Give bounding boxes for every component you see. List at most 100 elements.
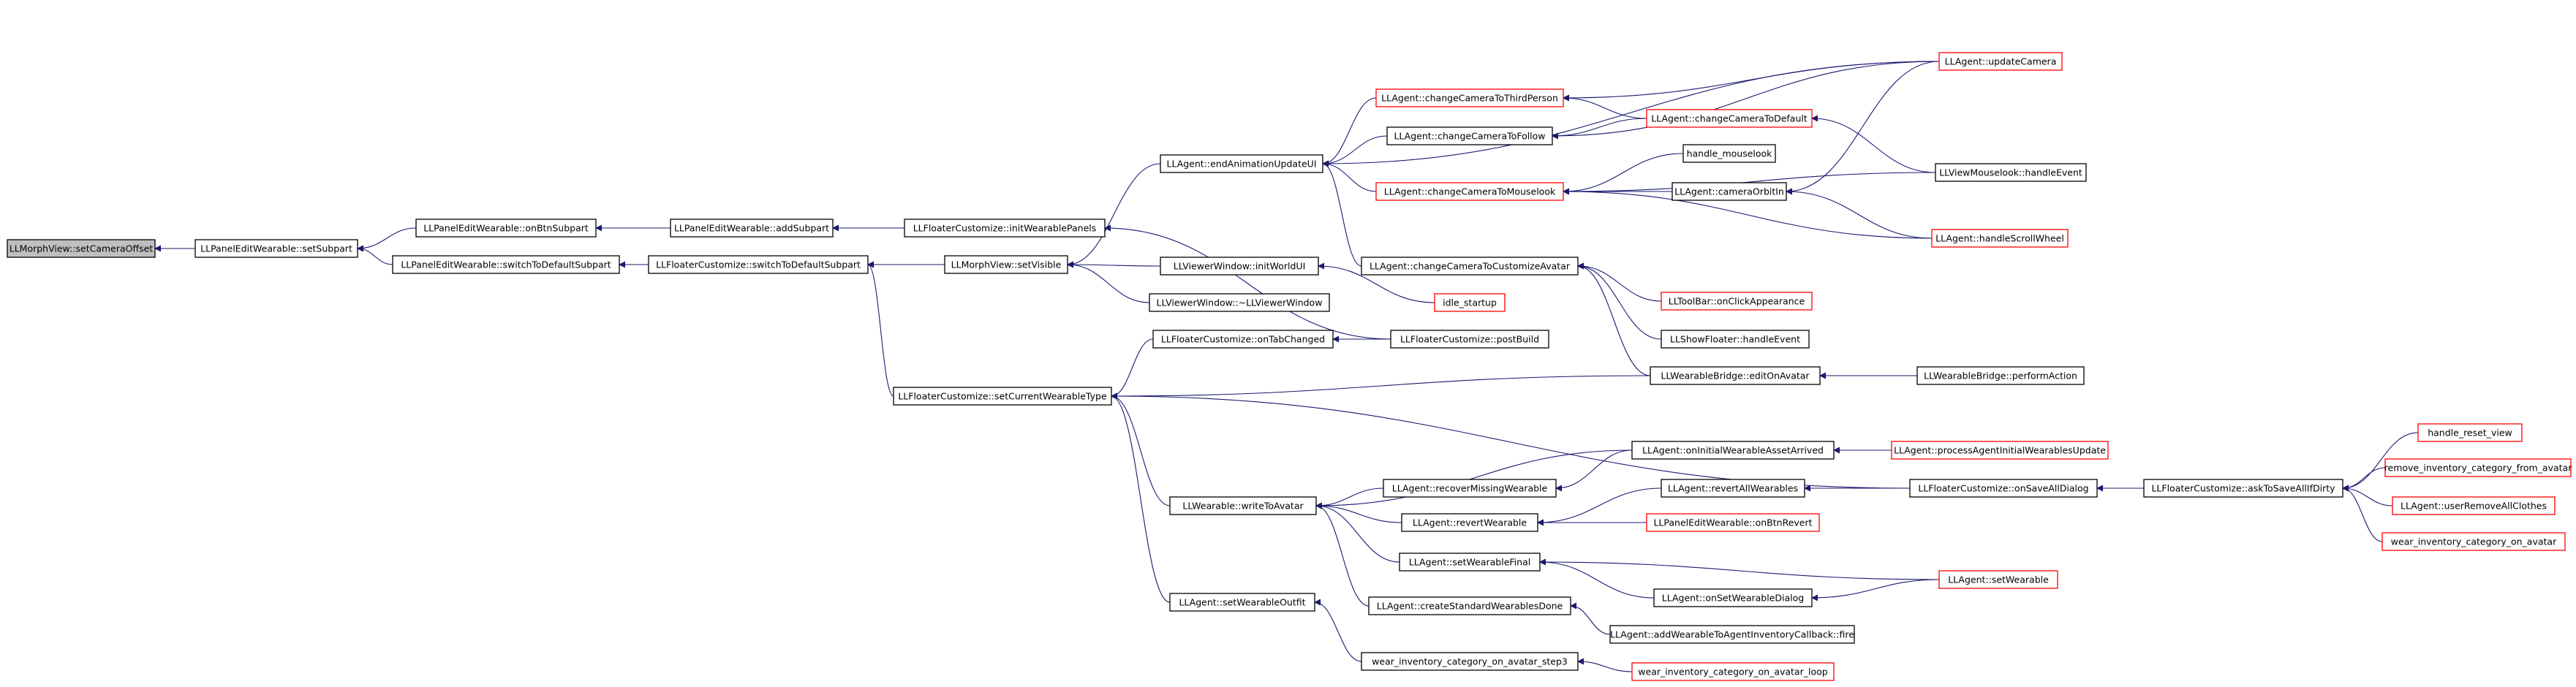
node-label: LLAgent::changeCameraToCustomizeAvatar [1370, 261, 1571, 272]
graph-node[interactable]: LLAgent::processAgentInitialWearablesUpd… [1891, 441, 2109, 460]
call-edge [1552, 118, 1647, 140]
graph-node[interactable]: LLAgent::setWearable [1938, 570, 2058, 589]
graph-node[interactable]: LLAgent::endAnimationUpdateUI [1160, 154, 1323, 173]
node-label: LLToolBar::onClickAppearance [1669, 296, 1805, 307]
node-label: LLPanelEditWearable::switchToDefaultSubp… [401, 259, 611, 270]
call-edge [1067, 163, 1161, 268]
graph-node[interactable]: LLAgent::handleScrollWheel [1931, 229, 2069, 248]
call-edge [1111, 338, 1154, 400]
graph-node[interactable]: LLAgent::cameraOrbitIn [1672, 182, 1787, 201]
graph-node[interactable]: LLMorphView::setVisible [944, 255, 1068, 274]
graph-node[interactable]: LLAgent::onSetWearableDialog [1653, 588, 1813, 607]
node-box [1361, 257, 1579, 276]
node-box [1160, 257, 1319, 276]
node-box [1361, 652, 1579, 671]
node-label: LLWearableBridge::editOnAvatar [1661, 371, 1810, 382]
graph-node[interactable]: wear_inventory_category_on_avatar_step3 [1361, 652, 1579, 671]
graph-node[interactable]: LLAgent::revertAllWearables [1661, 479, 1805, 498]
node-label: LLAgent::onInitialWearableAssetArrived [1642, 445, 1824, 456]
graph-node[interactable]: LLToolBar::onClickAppearance [1661, 292, 1813, 311]
graph-node[interactable]: LLFloaterCustomize::initWearablePanels [904, 219, 1106, 238]
graph-node[interactable]: LLAgent::changeCameraToMouselook [1375, 182, 1564, 201]
call-edge [1577, 262, 1662, 340]
node-box [1661, 292, 1813, 311]
call-edge [867, 261, 894, 397]
graph-node[interactable]: wear_inventory_category_on_avatar_loop [1631, 662, 1835, 681]
graph-node[interactable]: idle_startup [1434, 293, 1506, 312]
graph-node[interactable]: LLAgent::recoverMissingWearable [1383, 479, 1557, 498]
node-label: LLAgent::endAnimationUpdateUI [1166, 159, 1316, 170]
graph-node[interactable]: handle_mouselook [1682, 144, 1776, 163]
call-edge [1563, 172, 1936, 195]
call-edge [1104, 224, 1391, 340]
graph-node[interactable]: LLAgent::userRemoveAllClothes [2392, 496, 2556, 515]
call-edge [1111, 392, 1171, 603]
graph-node[interactable]: LLFloaterCustomize::onTabChanged [1152, 330, 1334, 349]
graph-node[interactable]: LLAgent::setWearableOutfit [1169, 593, 1315, 612]
graph-node[interactable]: LLAgent::changeCameraToThirdPerson [1375, 88, 1564, 107]
node-box [1160, 154, 1323, 173]
graph-node[interactable]: LLPanelEditWearable::onBtnSubpart [415, 219, 597, 238]
node-label: LLAgent::revertAllWearables [1668, 483, 1798, 494]
graph-node[interactable]: LLAgent::addWearableToAgentInventoryCall… [1609, 625, 1855, 644]
node-label: LLAgent::updateCamera [1945, 56, 2057, 67]
graph-node[interactable]: LLAgent::changeCameraToCustomizeAvatar [1361, 257, 1579, 276]
node-label: LLWearable::writeToAvatar [1182, 501, 1304, 512]
graph-node[interactable]: LLFloaterCustomize::switchToDefaultSubpa… [648, 255, 869, 274]
graph-node[interactable]: LLFloaterCustomize::postBuild [1390, 330, 1549, 349]
node-box [392, 255, 620, 274]
node-box [2384, 458, 2572, 477]
graph-node[interactable]: LLAgent::onInitialWearableAssetArrived [1631, 441, 1835, 460]
node-box [1383, 479, 1557, 498]
call-edge [1577, 262, 1662, 302]
node-label: LLAgent::addWearableToAgentInventoryCall… [1610, 629, 1854, 640]
call-edge [1811, 115, 1936, 173]
graph-node[interactable]: LLViewMouselook::handleEvent [1935, 163, 2087, 182]
call-edge [1111, 375, 1651, 400]
graph-node[interactable]: remove_inventory_category_from_avatar [2384, 458, 2573, 477]
call-edge [1315, 487, 1384, 509]
graph-node[interactable]: LLWearableBridge::performAction [1916, 366, 2085, 385]
call-edge [1315, 502, 1402, 523]
node-box [1909, 479, 2098, 498]
graph-node[interactable]: LLPanelEditWearable::addSubpart [670, 219, 834, 238]
graph-node[interactable]: LLAgent::setWearableFinal [1399, 553, 1541, 572]
node-box [904, 219, 1106, 238]
call-edge [1322, 160, 1377, 192]
node-label: LLAgent::onSetWearableDialog [1662, 593, 1804, 604]
graph-node[interactable]: LLAgent::createStandardWearablesDone [1368, 596, 1571, 615]
graph-node[interactable]: LLWearableBridge::editOnAvatar [1650, 366, 1821, 385]
graph-node[interactable]: LLViewerWindow::initWorldUI [1160, 257, 1319, 276]
graph-node[interactable]: LLAgent::revertWearable [1401, 513, 1538, 532]
graph-node[interactable]: LLFloaterCustomize::onSaveAllDialog [1909, 479, 2098, 498]
call-edge [2342, 485, 2383, 542]
graph-node[interactable]: wear_inventory_category_on_avatar [2382, 532, 2566, 551]
node-label: LLFloaterCustomize::askToSaveAllIfDirty [2151, 483, 2335, 494]
graph-node[interactable]: LLPanelEditWearable::setSubpart [194, 239, 358, 258]
node-box [2417, 423, 2523, 442]
graph-node[interactable]: LLShowFloater::handleEvent [1661, 330, 1810, 349]
node-box [1169, 593, 1315, 612]
graph-node[interactable]: LLFloaterCustomize::setCurrentWearableTy… [893, 387, 1112, 406]
call-edge [1067, 261, 1150, 303]
graph-node[interactable]: LLPanelEditWearable::switchToDefaultSubp… [392, 255, 620, 274]
node-label: LLPanelEditWearable::onBtnSubpart [423, 223, 589, 234]
graph-node[interactable]: LLAgent::updateCamera [1938, 52, 2063, 71]
node-label: LLAgent::handleScrollWheel [1935, 233, 2064, 244]
node-box [1375, 182, 1564, 201]
call-edge [1570, 602, 1611, 635]
graph-node[interactable]: LLPanelEditWearable::onBtnRevert [1646, 513, 1820, 532]
graph-node[interactable]: LLViewerWindow::~LLViewerWindow [1149, 293, 1330, 312]
graph-node[interactable]: LLFloaterCustomize::askToSaveAllIfDirty [2143, 479, 2343, 498]
graph-node[interactable]: LLAgent::changeCameraToFollow [1386, 126, 1553, 145]
node-box [1169, 496, 1317, 515]
node-box [1891, 441, 2109, 460]
node-box [1609, 625, 1855, 644]
node-box [2392, 496, 2556, 515]
graph-node[interactable]: handle_reset_view [2417, 423, 2523, 442]
call-edge [1539, 558, 1655, 599]
node-box [1916, 366, 2085, 385]
graph-node[interactable]: LLWearable::writeToAvatar [1169, 496, 1317, 515]
graph-node[interactable]: LLAgent::changeCameraToDefault [1646, 109, 1813, 128]
